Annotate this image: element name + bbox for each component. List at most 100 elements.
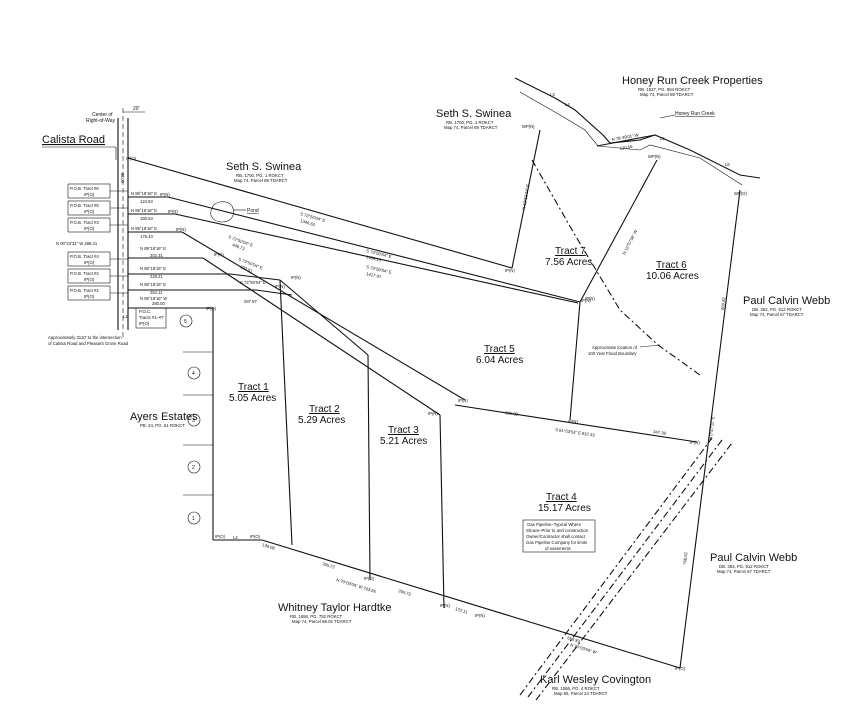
pob-title: P.O.B. Tract #5	[70, 203, 99, 208]
pob-pin: IP(O)	[84, 277, 95, 282]
lot-number: 2	[192, 465, 195, 471]
lot-number: 1	[192, 516, 195, 522]
bearing: N 89°18'16" E	[131, 208, 157, 213]
owner-name: Seth S. Swinea	[226, 161, 302, 173]
gas-pipeline	[519, 437, 733, 701]
poc-bearing: N 89°18'16" W	[140, 296, 167, 301]
creek-bearing: N 78°49'01" W	[611, 132, 639, 142]
owner-record: Map 74, Parcel 58.02 TDARCT	[292, 619, 352, 624]
bearing: N 89°18'16" E	[140, 266, 166, 271]
pin-label: IP(N)	[160, 192, 170, 197]
distance: 265.72	[322, 561, 336, 570]
distance: 287.97	[244, 299, 257, 304]
pin-label: IP(N)	[291, 275, 301, 280]
owner-record: DB. 353, PG. 512 ROKCT	[719, 564, 769, 569]
gas-note-4: Gas Pipeline Company for limits	[526, 540, 587, 545]
creek: Honey Run Creek N 78°49'01" W 130.56 L3 …	[514, 77, 761, 186]
pob-box: P.O.B. Tract #5 IP(O)	[67, 200, 111, 216]
pob-box: P.O.B. Tract #3 IP(O)	[67, 217, 111, 233]
pin-label: IP(N)	[440, 603, 450, 608]
bearing: N 89°18'16" E	[140, 282, 166, 287]
distance: 150.53	[140, 216, 153, 221]
distance: 202.31	[150, 253, 163, 258]
tract-name: Tract 5	[484, 344, 515, 355]
pin-label: IP(N)	[458, 398, 468, 403]
distance: 254.11	[150, 290, 163, 295]
lot-number: 3	[192, 418, 195, 424]
pob-pin: IP(O)	[84, 294, 95, 299]
pin-label: IP(N)	[585, 296, 595, 301]
pob-title: P.O.B. Tract #1	[70, 288, 99, 293]
owner-name: Seth S. Swinea	[436, 108, 512, 120]
pob-pin: IP(O)	[84, 192, 95, 197]
ayers-estates-lots: 5 4 3 2 1 Ayers Estates PB. 24, PG. 61 R…	[128, 306, 217, 540]
tract-acres: 5.05 Acres	[229, 393, 276, 404]
tract-name: Tract 7	[555, 246, 586, 257]
pin-label: IP(N)	[568, 419, 578, 424]
bearing: N 89°18'16" E	[131, 191, 157, 196]
pob-title: P.O.B. Tract #6	[70, 186, 99, 191]
pob-title: P.O.B. Tract #4	[70, 254, 99, 259]
pin-label: IP(N)	[214, 252, 224, 257]
owner-hardtke: Whitney Taylor Hardtke RB. 1658, PG. 752…	[278, 602, 392, 624]
poc-label: P.O.C. Tracts #1–#7 IP(O) N 89°18'16" W …	[135, 296, 167, 329]
distance: 265.73	[398, 588, 412, 597]
line-l1: L1	[123, 314, 128, 319]
owner-swinea-west: Seth S. Swinea RB. 1700, PG. 1 ROKCT Map…	[226, 161, 302, 183]
owner-record: Map 74, Parcel 89 TDARCT	[234, 178, 288, 183]
distance: 139.08	[262, 542, 276, 551]
pob-pin: IP(O)	[84, 209, 95, 214]
centerline-label-2: Right-of-Way	[86, 118, 115, 124]
creek-label: Honey Run Creek	[675, 111, 715, 117]
distance: 800.82	[720, 296, 726, 310]
owner-name: Honey Run Creek Properties	[622, 75, 763, 87]
pob-box: P.O.B. Tract #2 IP(O)	[67, 268, 111, 284]
tract-acres: 7.56 Acres	[545, 257, 592, 268]
flood-note-1: Approximate location of	[592, 345, 638, 350]
owner-name: Whitney Taylor Hardtke	[278, 602, 392, 614]
line-l4: L4	[565, 102, 570, 107]
frontage-bearing: N 00°23'31" W 486.41	[56, 241, 98, 246]
distance-note-2: of Calista Road and Pleasant Grove Road	[48, 341, 129, 346]
bearing: N 12°52'24" E	[521, 183, 530, 210]
distance: 228.21	[150, 274, 163, 279]
pin-label: WP(N)	[648, 154, 661, 159]
distance: 1417.97	[366, 271, 383, 279]
tract-acres: 5.21 Acres	[380, 436, 427, 447]
gas-note-5: of easements	[545, 546, 571, 551]
property-lines	[127, 129, 741, 669]
tract-name: Tract 6	[656, 260, 687, 271]
pob-pin: IP(O)	[84, 226, 95, 231]
pin-label: IP(N)	[428, 411, 438, 416]
owner-record: PB. 24, PG. 61 ROKCT	[140, 423, 185, 428]
tract-acres: 6.04 Acres	[476, 355, 523, 366]
pob-box: P.O.B. Tract #4 IP(O)	[67, 251, 111, 267]
tract-name: Tract 4	[546, 492, 577, 503]
owner-honey-run: Honey Run Creek Properties RB. 1527, PG.…	[622, 75, 763, 97]
bearing: S 73°50'04" E	[366, 248, 392, 259]
gas-note-2: Shown–Prior to and construction	[526, 528, 589, 533]
creek-dist: 130.56	[619, 144, 633, 151]
distance: 1346.63	[300, 218, 317, 227]
pob-labels: P.O.B. Tract #6 IP(O) P.O.B. Tract #5 IP…	[67, 183, 128, 301]
pin-label: WP(N)	[522, 124, 535, 129]
bearing: N 89°18'16" E	[131, 226, 157, 231]
owner-record: RB. 1527, PG. 894 ROKCT	[638, 87, 691, 92]
distance: 176.43	[140, 234, 153, 239]
owner-name: Karl Wesley Covington	[540, 674, 651, 686]
bearing: S 73°50'04" E	[366, 264, 393, 275]
lot-number: 5	[184, 319, 187, 325]
centerline-label: Center of	[92, 112, 113, 118]
pond-label: Pond	[247, 208, 259, 214]
road-seg: 00'38	[120, 172, 125, 183]
owner-record: DB. 353, PG. 512 ROKCT	[752, 307, 802, 312]
gas-note-3: Owner/Contractor shall contact	[526, 534, 586, 539]
poc-dist: 280.00	[152, 301, 165, 306]
line-l5: L5	[660, 136, 665, 141]
pin-labels: IP(N) IP(N) IP(N) IP(N) IP(N) IP(N) IP(N…	[160, 124, 747, 671]
owner-covington: Karl Wesley Covington RB. 1066, PG. 4 RO…	[540, 674, 651, 696]
gas-note-1: Gas Pipeline–Typical Where	[527, 522, 582, 527]
tract-acres: 10.06 Acres	[646, 271, 699, 282]
owner-name: Paul Calvin Webb	[710, 552, 797, 564]
owner-record: Map 85, Parcel 24 TDARCT	[554, 691, 608, 696]
